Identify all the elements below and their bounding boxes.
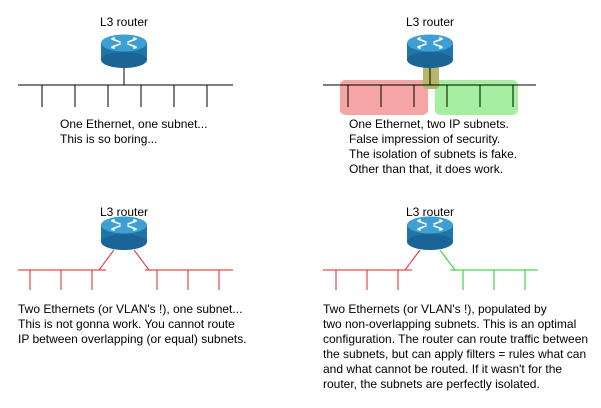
- caption-panel-3: Two Ethernets (or VLAN's !), one subnet.…: [18, 302, 247, 346]
- green-ethernet: [439, 249, 538, 290]
- panel-two-ethernets-one-subnet: L3 router: [18, 205, 233, 290]
- router-icon: [100, 215, 148, 251]
- subnet-red-zone: [340, 80, 428, 115]
- caption-panel-1: One Ethernet, one subnet... This is so b…: [60, 117, 208, 146]
- panel-one-ethernet-one-subnet: L3 router: [18, 15, 233, 107]
- router-label: L3 router: [406, 205, 454, 219]
- panel-two-ethernets-two-subnets: L3 router: [323, 205, 538, 290]
- router-label: L3 router: [100, 205, 148, 219]
- router-label: L3 router: [100, 15, 148, 29]
- subnet-green-zone: [435, 80, 518, 115]
- host-drops: [347, 85, 514, 107]
- router-label: L3 router: [406, 15, 454, 29]
- router-icon: [100, 33, 148, 69]
- router-icon: [406, 33, 454, 69]
- caption-panel-2: One Ethernet, two IP subnets. False impr…: [349, 117, 518, 176]
- red-ethernet: [323, 249, 421, 290]
- caption-panel-4: Two Ethernets (or VLAN's !), populated b…: [323, 302, 589, 391]
- router-icon: [406, 215, 454, 251]
- red-ethernets: [18, 249, 233, 290]
- panel-one-ethernet-two-subnets: L3 router: [323, 15, 536, 115]
- host-drops: [41, 85, 208, 107]
